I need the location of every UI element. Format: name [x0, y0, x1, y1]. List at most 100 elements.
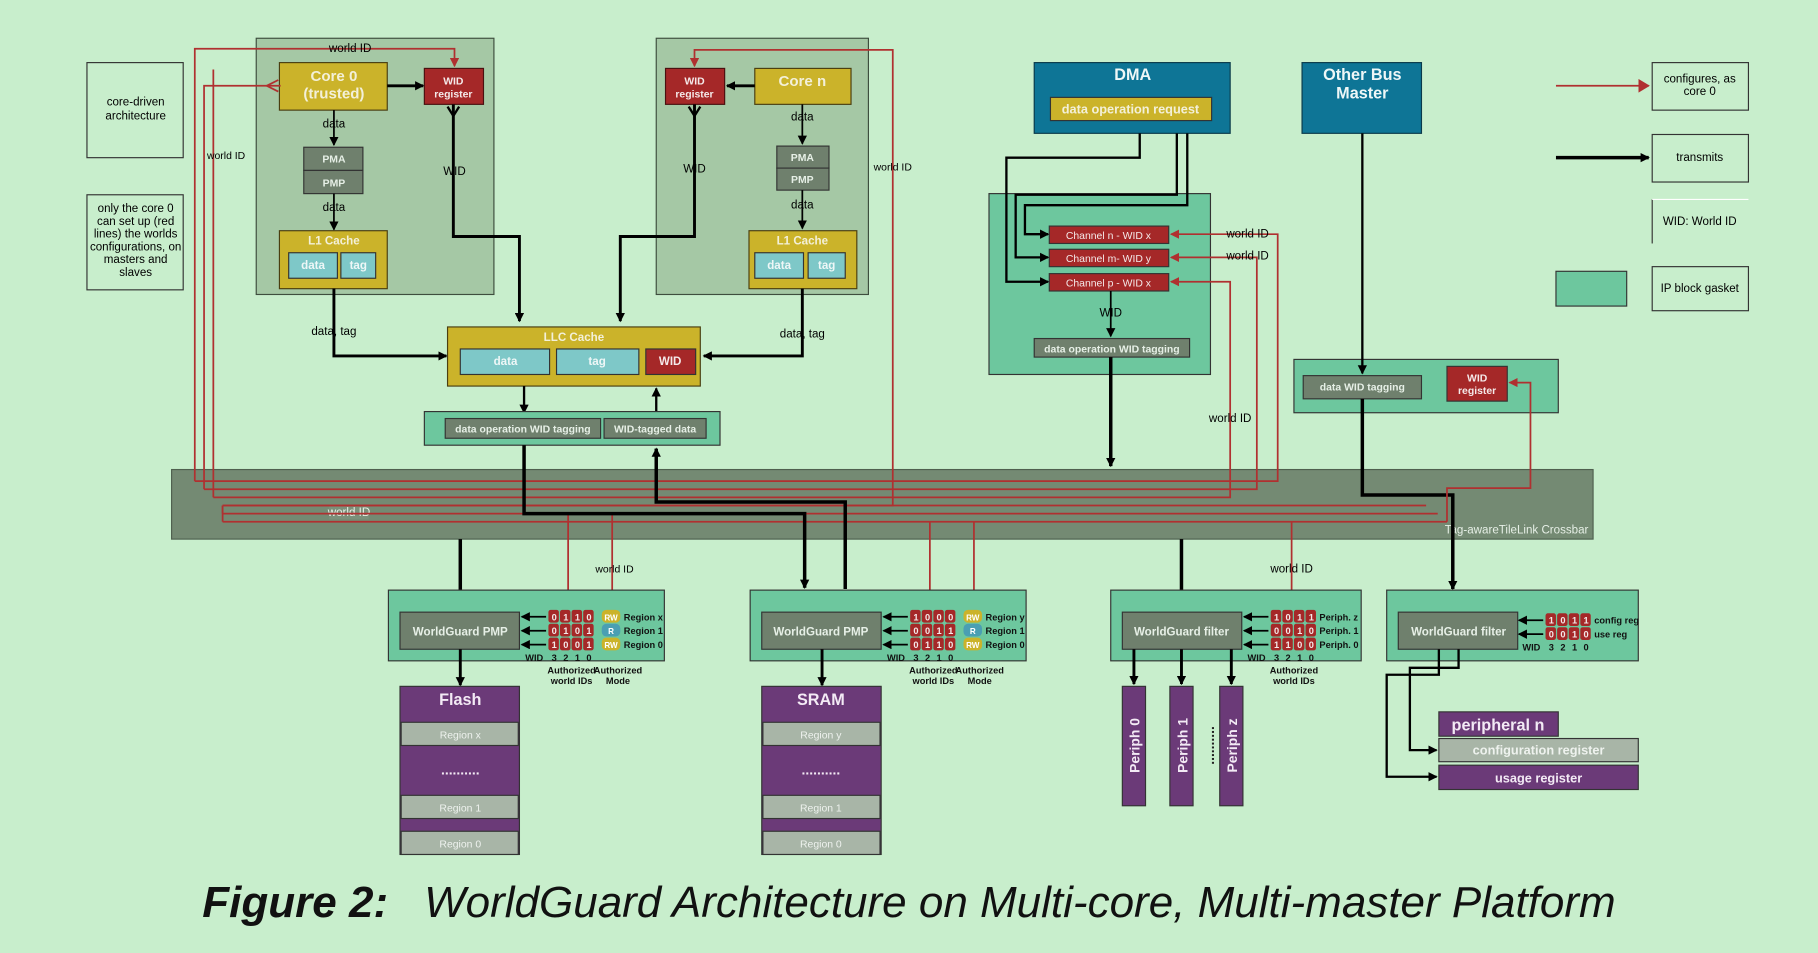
bit-value: 0	[1309, 626, 1314, 636]
bit-value: 0	[937, 612, 942, 622]
svg-text:data: data	[323, 119, 346, 131]
bit-cell	[571, 623, 583, 637]
bit-value: 1	[925, 640, 930, 650]
wid-axis-label: WID	[1522, 642, 1540, 652]
svg-text:core-driven: core-driven	[107, 97, 165, 109]
svg-text:..........: ..........	[802, 761, 841, 777]
bit-value: 0	[1297, 640, 1302, 650]
bit-cell	[1293, 609, 1305, 623]
bit-cell	[1557, 627, 1568, 640]
svg-text:data: data	[791, 200, 814, 212]
svg-text:L1 Cache: L1 Cache	[308, 236, 360, 248]
mode-value: R	[608, 627, 614, 636]
authorized-mode-label: Authorized	[956, 666, 1005, 676]
bit-cell	[944, 609, 956, 623]
mode-value: RW	[604, 613, 618, 622]
bit-cell	[548, 637, 559, 651]
bit-value: 1	[563, 612, 568, 622]
flash-slave: WorldGuard PMP Flash Region x ..........…	[387, 589, 665, 856]
bit-value: 0	[925, 626, 930, 636]
svg-text:WorldGuard filter: WorldGuard filter	[1411, 626, 1506, 638]
bit-value: 1	[1584, 616, 1589, 626]
bit-value: 0	[1560, 630, 1565, 640]
wid-number: 2	[1286, 653, 1291, 663]
svg-text:Region 0: Region 0	[439, 839, 481, 850]
figure-title: WorldGuard Architecture on Multi-core, M…	[424, 878, 1616, 927]
bit-cell	[1282, 623, 1293, 637]
wid-number: 1	[1297, 653, 1302, 663]
bit-cell	[560, 637, 571, 651]
bit-cell	[583, 637, 594, 651]
bit-value: 0	[1286, 612, 1291, 622]
svg-text:DMA: DMA	[1114, 66, 1151, 84]
row-label: Region x	[624, 612, 664, 622]
svg-text:world ID: world ID	[328, 43, 371, 55]
svg-text:register: register	[675, 89, 713, 100]
peripheral-n-slave: WorldGuard filter peripheral n configura…	[1385, 589, 1639, 791]
svg-text:Core 0: Core 0	[310, 68, 357, 85]
bit-value: 1	[937, 626, 942, 636]
bit-value: 0	[1560, 616, 1565, 626]
bit-cell	[944, 637, 956, 651]
bit-value: 1	[1572, 630, 1577, 640]
svg-text:world ID: world ID	[1225, 251, 1268, 263]
authorized-ids-label: Authorized	[1270, 666, 1319, 676]
svg-text:WID: WID	[1099, 308, 1122, 320]
bit-cell	[1282, 637, 1293, 651]
svg-text:..........: ..........	[441, 761, 480, 777]
svg-text:PMP: PMP	[791, 175, 814, 186]
wid-number: 2	[1560, 642, 1565, 652]
svg-text:only the core 0: only the core 0	[98, 203, 174, 215]
svg-text:WorldGuard filter: WorldGuard filter	[1134, 626, 1229, 638]
authorized-ids-label: Authorized	[547, 666, 596, 676]
bit-cell	[933, 637, 944, 651]
row-label: Periph. z	[1319, 612, 1358, 622]
bit-value: 0	[552, 626, 557, 636]
svg-text:Channel p - WID x: Channel p - WID x	[1066, 278, 1152, 289]
wid-number: 1	[937, 653, 942, 663]
svg-text:tag: tag	[818, 260, 835, 272]
bit-cell	[933, 623, 944, 637]
authorized-ids-label: Authorized	[909, 666, 958, 676]
bit-value: 1	[1286, 640, 1291, 650]
svg-text:masters and: masters and	[104, 254, 168, 266]
svg-text:Periph z: Periph z	[1224, 718, 1240, 772]
svg-text:tag: tag	[350, 260, 367, 272]
svg-text:WorldGuard PMP: WorldGuard PMP	[413, 626, 508, 638]
wid-number: 3	[552, 653, 557, 663]
dma: DMA data operation request Channel n - W…	[988, 62, 1231, 468]
row-label: Region 0	[624, 640, 663, 650]
note-core-driven: core-driven architecture	[86, 62, 184, 159]
svg-text:WID: WID	[659, 356, 682, 368]
svg-text:lines) the worlds: lines) the worlds	[94, 229, 178, 241]
wid-axis-label: WID	[1248, 653, 1266, 663]
svg-text:SRAM: SRAM	[797, 691, 845, 709]
svg-text:data: data	[323, 202, 346, 214]
bit-value: 1	[563, 626, 568, 636]
bit-cell	[910, 609, 921, 623]
bit-value: 1	[586, 626, 591, 636]
mode-badge	[601, 609, 621, 623]
bit-value: 0	[575, 640, 580, 650]
wid-number: 0	[586, 653, 591, 663]
svg-text:Channel n - WID x: Channel n - WID x	[1066, 231, 1152, 242]
bit-cell	[1305, 623, 1316, 637]
bit-cell	[1568, 613, 1580, 627]
svg-text:data operation request: data operation request	[1062, 102, 1200, 117]
svg-text:WID: WID	[683, 164, 706, 176]
bit-cell	[921, 637, 933, 651]
row-label: Region y	[986, 612, 1026, 622]
bit-cell	[548, 623, 559, 637]
authorized-mode-label: Mode	[606, 676, 630, 686]
svg-text:IP block gasket: IP block gasket	[1661, 283, 1740, 295]
bit-cell	[921, 623, 933, 637]
svg-text:PMA: PMA	[322, 154, 346, 165]
bit-value: 1	[552, 640, 557, 650]
bit-cell	[1293, 637, 1305, 651]
bit-value: 0	[1274, 626, 1279, 636]
svg-text:LLC Cache: LLC Cache	[544, 332, 605, 344]
bit-value: 0	[563, 640, 568, 650]
bit-cell	[1293, 623, 1305, 637]
